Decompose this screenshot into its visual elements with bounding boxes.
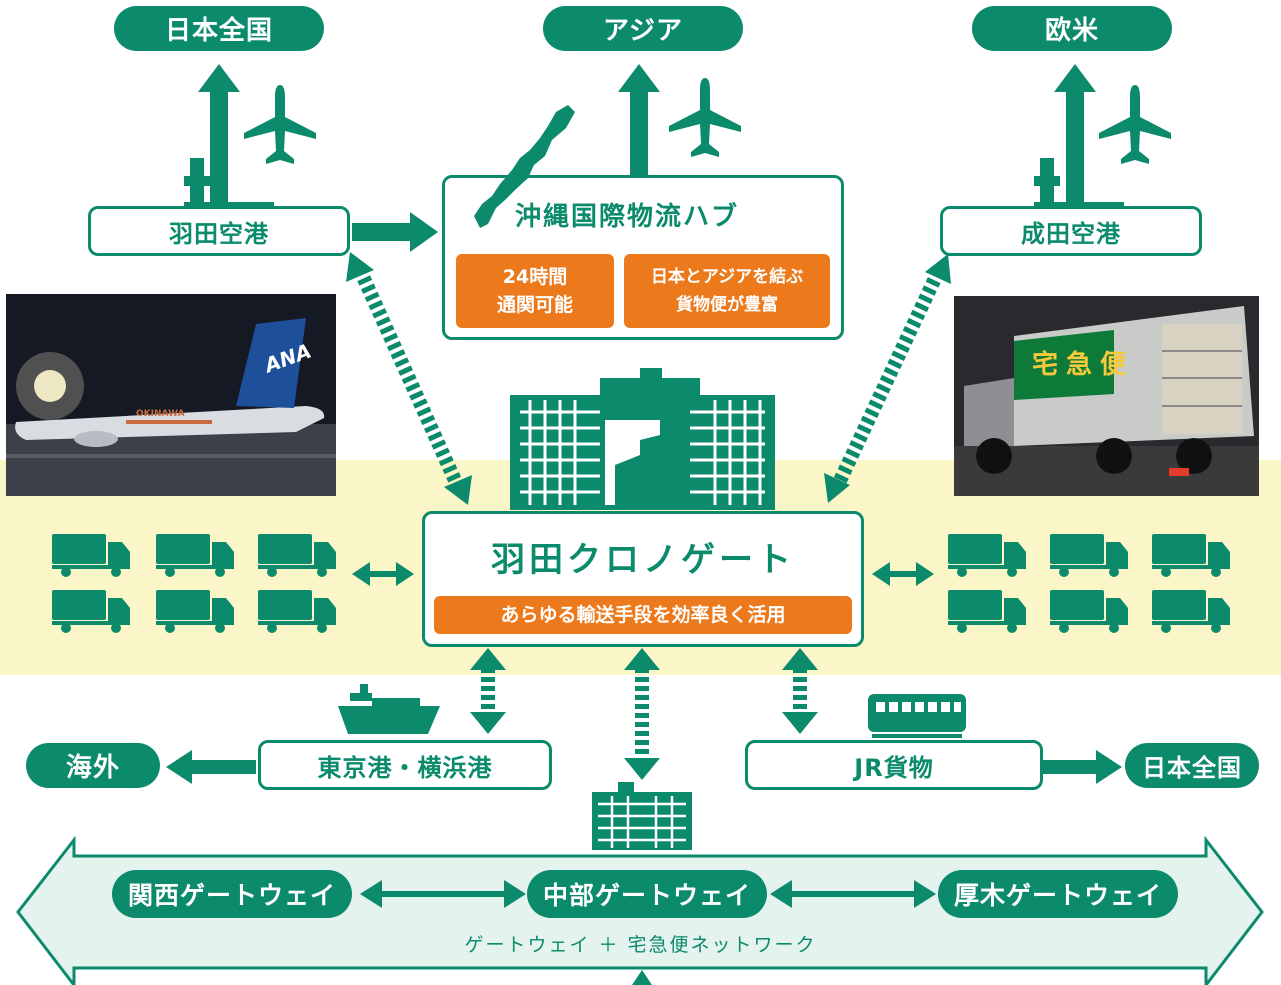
arrow-up-asia: [618, 64, 660, 177]
okinawa-hub-title: 沖縄国際物流ハブ: [515, 202, 740, 232]
delivery-truck-photo: 宅急便: [954, 296, 1259, 496]
plane-fuselage-text: OKINAWA: [136, 409, 185, 419]
arrow-chronogate-ports: [470, 648, 506, 734]
chubu-gateway: 中部ゲートウェイ: [527, 870, 767, 918]
truck-group-left: [52, 534, 336, 633]
destination-asia: アジア: [543, 6, 743, 51]
airplane-icon: [669, 78, 741, 157]
arrow-trucks-right-chronogate: [872, 562, 934, 586]
atsugi-gateway: 厚木ゲートウェイ: [938, 870, 1178, 918]
train-icon: [868, 694, 966, 738]
arrow-chronogate-chubu: [624, 648, 660, 780]
arrow-chubu-atsugi: [770, 880, 936, 908]
okinawa-hub-box: 沖縄国際物流ハブ: [442, 175, 844, 340]
destination-europe-us: 欧米: [972, 6, 1172, 51]
airplane-icon: [1099, 85, 1171, 164]
arrow-haneda-to-okinawa: [352, 212, 438, 252]
arrow-kansai-chubu: [360, 880, 526, 908]
airplane-icon: [244, 85, 316, 164]
chronogate-subtitle: あらゆる輸送手段を効率良く活用: [434, 596, 852, 634]
gateway-building-icon: [592, 782, 692, 850]
truck-sign-text: 宅急便: [1032, 350, 1135, 380]
destination-japan-top: 日本全国: [114, 6, 324, 51]
chronogate-title: 羽田クロノゲート: [491, 540, 795, 580]
narita-airport-box: 成田空港: [940, 206, 1202, 256]
arrow-up-japan: [198, 64, 240, 210]
arrow-chronogate-jr: [782, 648, 818, 734]
jr-freight-box: JR貨物: [745, 740, 1043, 790]
haneda-airport-box: 羽田空港: [88, 206, 350, 256]
hub-feature-customs: 24時間 通関可能: [456, 254, 614, 328]
kansai-gateway: 関西ゲートウェイ: [112, 870, 352, 918]
arrow-trucks-left-chronogate: [352, 562, 414, 586]
hub-feature-flights: 日本とアジアを結ぶ 貨物便が豊富: [624, 254, 830, 328]
chronogate-building-icon: [510, 368, 775, 510]
ports-box: 東京港・横浜港: [258, 740, 552, 790]
arrow-jr-to-japan: [1043, 750, 1122, 784]
truck-group-right: [948, 534, 1230, 633]
okinawa-island-icon: [474, 105, 575, 228]
ship-icon: [338, 684, 440, 734]
destination-japan-right: 日本全国: [1125, 743, 1259, 788]
destination-overseas: 海外: [26, 743, 160, 788]
cargo-plane-photo: ANA OKINAWA: [6, 294, 336, 496]
arrow-up-europe: [1054, 64, 1096, 210]
network-label: ゲートウェイ ＋ 宅急便ネットワーク: [464, 934, 817, 956]
arrow-narita-chronogate: [824, 254, 951, 503]
arrow-haneda-chronogate: [346, 252, 472, 505]
arrow-ports-to-overseas: [166, 750, 256, 784]
